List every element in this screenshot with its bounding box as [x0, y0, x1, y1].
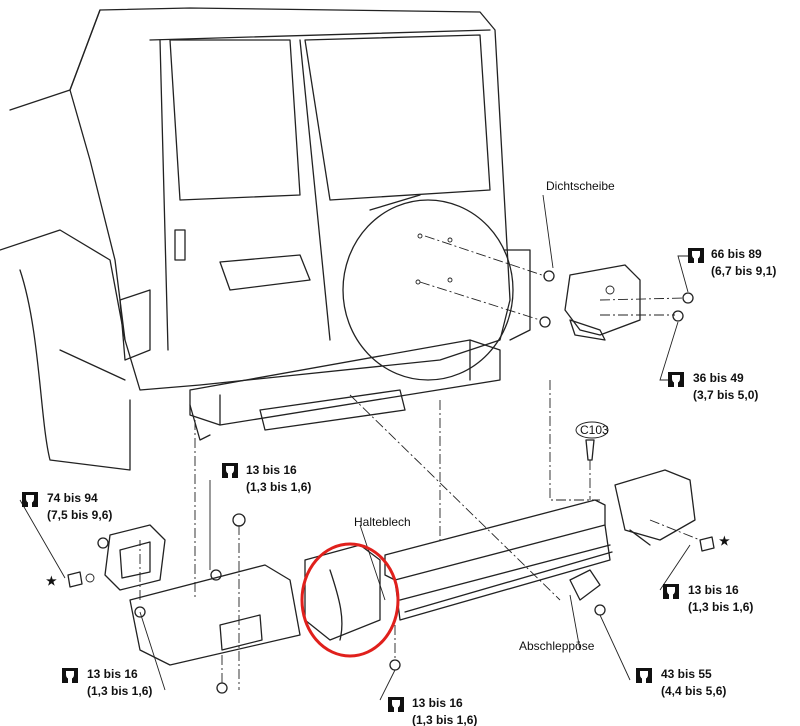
clip-label: C103	[580, 423, 609, 437]
svg-text:13 bis 16: 13 bis 16	[246, 463, 297, 477]
highlight-circle	[300, 542, 400, 658]
svg-text:(7,5 bis 9,6): (7,5 bis 9,6)	[47, 508, 112, 522]
svg-text:(1,3 bis 1,6): (1,3 bis 1,6)	[246, 480, 311, 494]
svg-text:13 bis 16: 13 bis 16	[87, 667, 138, 681]
svg-text:(3,7 bis 5,0): (3,7 bis 5,0)	[693, 388, 758, 402]
torque-wrench-icon	[668, 372, 684, 387]
torque-wrench-icon	[222, 463, 238, 478]
wheel-carrier-bracket	[419, 194, 694, 381]
svg-text:(1,3 bis 1,6): (1,3 bis 1,6)	[412, 713, 477, 726]
clip-label-oval	[575, 421, 609, 439]
torque-spec: 66 bis 89 (6,7 bis 9,1)	[688, 247, 776, 278]
torque-wrench-icon	[688, 248, 704, 263]
svg-text:(1,3 bis 1,6): (1,3 bis 1,6)	[87, 684, 152, 698]
torque-wrench-icon	[22, 492, 38, 507]
svg-text:36 bis 49: 36 bis 49	[693, 371, 744, 385]
torque-spec: 13 bis 16 (1,3 bis 1,6)	[388, 696, 477, 726]
torque-spec: 74 bis 94 (7,5 bis 9,6)	[22, 491, 112, 522]
torque-spec: 43 bis 55 (4,4 bis 5,6)	[636, 667, 726, 698]
torque-spec: 13 bis 16 (1,3 bis 1,6)	[222, 463, 311, 494]
torque-wrench-icon	[663, 584, 679, 599]
torque-spec: 13 bis 16 (1,3 bis 1,6)	[62, 667, 152, 698]
svg-text:(4,4 bis 5,6): (4,4 bis 5,6)	[661, 684, 726, 698]
torque-wrench-icon	[388, 697, 404, 712]
svg-text:43 bis 55: 43 bis 55	[661, 667, 712, 681]
label-halteblech: Halteblech	[354, 515, 411, 529]
svg-text:13 bis 16: 13 bis 16	[412, 696, 463, 710]
svg-text:66 bis 89: 66 bis 89	[711, 247, 762, 261]
svg-text:(6,7 bis 9,1): (6,7 bis 9,1)	[711, 264, 776, 278]
star-icon: ★	[719, 534, 730, 548]
label-abschleppoese: Abschleppöse	[519, 639, 595, 653]
torque-wrench-icon	[636, 668, 652, 683]
svg-text:13 bis 16: 13 bis 16	[688, 583, 739, 597]
torque-spec: 13 bis 16 (1,3 bis 1,6)	[663, 583, 753, 614]
towing-eye	[569, 569, 601, 601]
svg-text:74 bis 94: 74 bis 94	[47, 491, 98, 505]
vehicle-body	[0, 7, 531, 471]
star-icon: ★	[46, 574, 57, 588]
label-dichtscheibe: Dichtscheibe	[546, 179, 615, 193]
torque-spec: 36 bis 49 (3,7 bis 5,0)	[668, 371, 758, 402]
svg-text:(1,3 bis 1,6): (1,3 bis 1,6)	[688, 600, 753, 614]
torque-wrench-icon	[62, 668, 78, 683]
